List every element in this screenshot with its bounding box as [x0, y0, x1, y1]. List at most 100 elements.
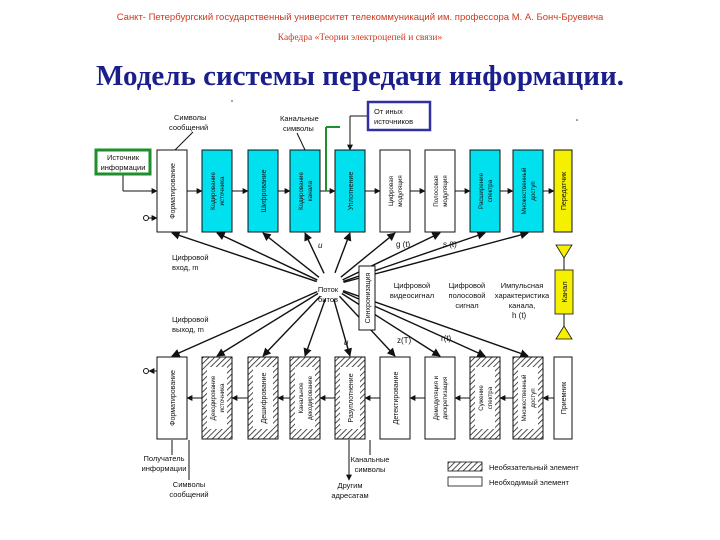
digital-output-label: Цифровой [172, 315, 209, 324]
rx-block-label-3: Дешифрование [261, 372, 268, 423]
other-sources-label-2: источников [374, 117, 413, 126]
tx-block-3: Шифрование [247, 149, 279, 233]
rx-block-label-6: Детектирование [393, 372, 400, 425]
legend-optional-swatch [447, 461, 483, 472]
z-t-label: z(T) [397, 336, 412, 345]
message-symbols-top-label-2: сообщений [169, 123, 208, 132]
legend: Необязательный элемент Необходимый элеме… [447, 461, 579, 487]
rx-block-label-8-b: спектра [487, 386, 494, 409]
u-hat-i-label: u [344, 338, 349, 347]
tx-block-label-1: Форматирование [170, 163, 177, 219]
message-symbols-bottom-label-2: сообщений [169, 490, 208, 499]
tx-block-label-7: Полосовая [433, 175, 440, 207]
other-sources-box: От иных источников [366, 100, 432, 132]
tx-block-label-3: Шифрование [261, 169, 268, 212]
impulse-response-label-3: канала, [509, 301, 536, 310]
legend-optional-label: Необязательный элемент [489, 463, 579, 472]
digital-band-signal-label-2: полосовой [449, 291, 486, 300]
bit-stream-label: Поток [318, 285, 339, 294]
legend-required-label: Необходимый элемент [489, 478, 570, 487]
r-t-label: r(t) [441, 334, 452, 343]
rx-block-label-4: Канальное [298, 382, 305, 414]
message-symbols-top-label: Символы [174, 113, 206, 122]
tx-block-label-10: Передатчик [561, 171, 568, 210]
tx-block-label-8: Расширение [478, 172, 485, 209]
rx-block-1: Форматирование [156, 356, 188, 440]
tx-block-label-6-b: модуляция [397, 175, 404, 206]
tx-block-label-5: Уплотнение [348, 172, 355, 211]
u-i-label: u [318, 241, 323, 250]
channel-symbols-bottom-label-2: символы [355, 465, 386, 474]
rx-block-label-1: Форматирование [170, 370, 177, 426]
rx-block-label-2: Декодирование [210, 375, 217, 420]
channel-box: Канал [554, 244, 574, 340]
tx-block-label-6: Цифровая [388, 176, 395, 206]
other-recipients-label-2: адресатам [331, 491, 368, 500]
page-title: Модель системы передачи информации. [96, 60, 624, 92]
source-info-label-2: информации [101, 163, 146, 172]
tx-block-label-8-b: спектра [487, 179, 494, 202]
other-recipients-label: Другим [338, 481, 363, 490]
legend-required-swatch [447, 476, 483, 487]
other-sources-label: От иных [374, 107, 403, 116]
source-info-box: Источник информации [94, 148, 152, 176]
source-info-label: Источник [107, 153, 140, 162]
rx-block-label-7-b: дискретизация [442, 377, 449, 419]
impulse-response-label-2: характеристика [495, 291, 550, 300]
tx-block-label-4-b: канала [307, 180, 314, 201]
rx-block-label-9-b: доступ [530, 388, 537, 408]
rx-block-label-10: Приемник [561, 381, 568, 414]
tx-block-label-9: Множественный [521, 167, 528, 214]
digital-video-signal-label-2: видеосигнал [390, 291, 434, 300]
h-c-label: h (t) [512, 311, 527, 320]
rx-block-10: Приемник [553, 356, 573, 440]
tx-block-10: Передатчик [553, 149, 573, 233]
rx-block-label-7: Демодуляция и [433, 375, 440, 420]
digital-band-signal-label: Цифровой [449, 281, 486, 290]
rx-block-5: Разуплотнение [334, 356, 366, 440]
rx-block-label-4-b: декодирование [307, 375, 314, 420]
tx-block-label-7-b: модуляция [442, 175, 449, 206]
tx-block-1: Форматирование [156, 149, 188, 233]
bit-stream-label-2: битов [318, 295, 338, 304]
sync-label: Синхронизация [365, 272, 372, 323]
tx-block-label-9-b: доступ [530, 181, 537, 201]
university-header: Санкт- Петербургский государственный уни… [116, 12, 604, 23]
digital-input-label: Цифровой [172, 253, 209, 262]
impulse-response-label: Импульсная [501, 281, 544, 290]
rx-block-6: Детектирование [379, 356, 411, 440]
tx-block-label-2-b: источника [219, 176, 226, 206]
channel-symbols-top-label-2: символы [283, 124, 314, 133]
channel-symbols-bottom-label: Канальные [351, 455, 390, 464]
info-receiver-label-2: информации [142, 464, 187, 473]
info-receiver-label: Получатель [144, 454, 185, 463]
channel-label: Канал [560, 281, 569, 302]
tx-block-5: Уплотнение [334, 149, 366, 233]
rx-block-label-8: Сужение [478, 385, 485, 411]
s-i-label: s (t) [443, 240, 457, 249]
digital-input-label-2: вход, m [172, 263, 198, 272]
rx-block-3: Дешифрование [247, 356, 279, 440]
message-symbols-bottom-label: Символы [173, 480, 205, 489]
sync-box: Синхронизация [358, 265, 376, 331]
g-i-label: g (t) [396, 240, 411, 249]
rx-block-label-5: Разуплотнение [348, 373, 355, 422]
channel-symbols-top-label: Канальные [280, 114, 319, 123]
digital-video-signal-label: Цифровой [394, 281, 431, 290]
digital-output-label-2: выход, m [172, 325, 204, 334]
signal-buses [122, 100, 578, 481]
